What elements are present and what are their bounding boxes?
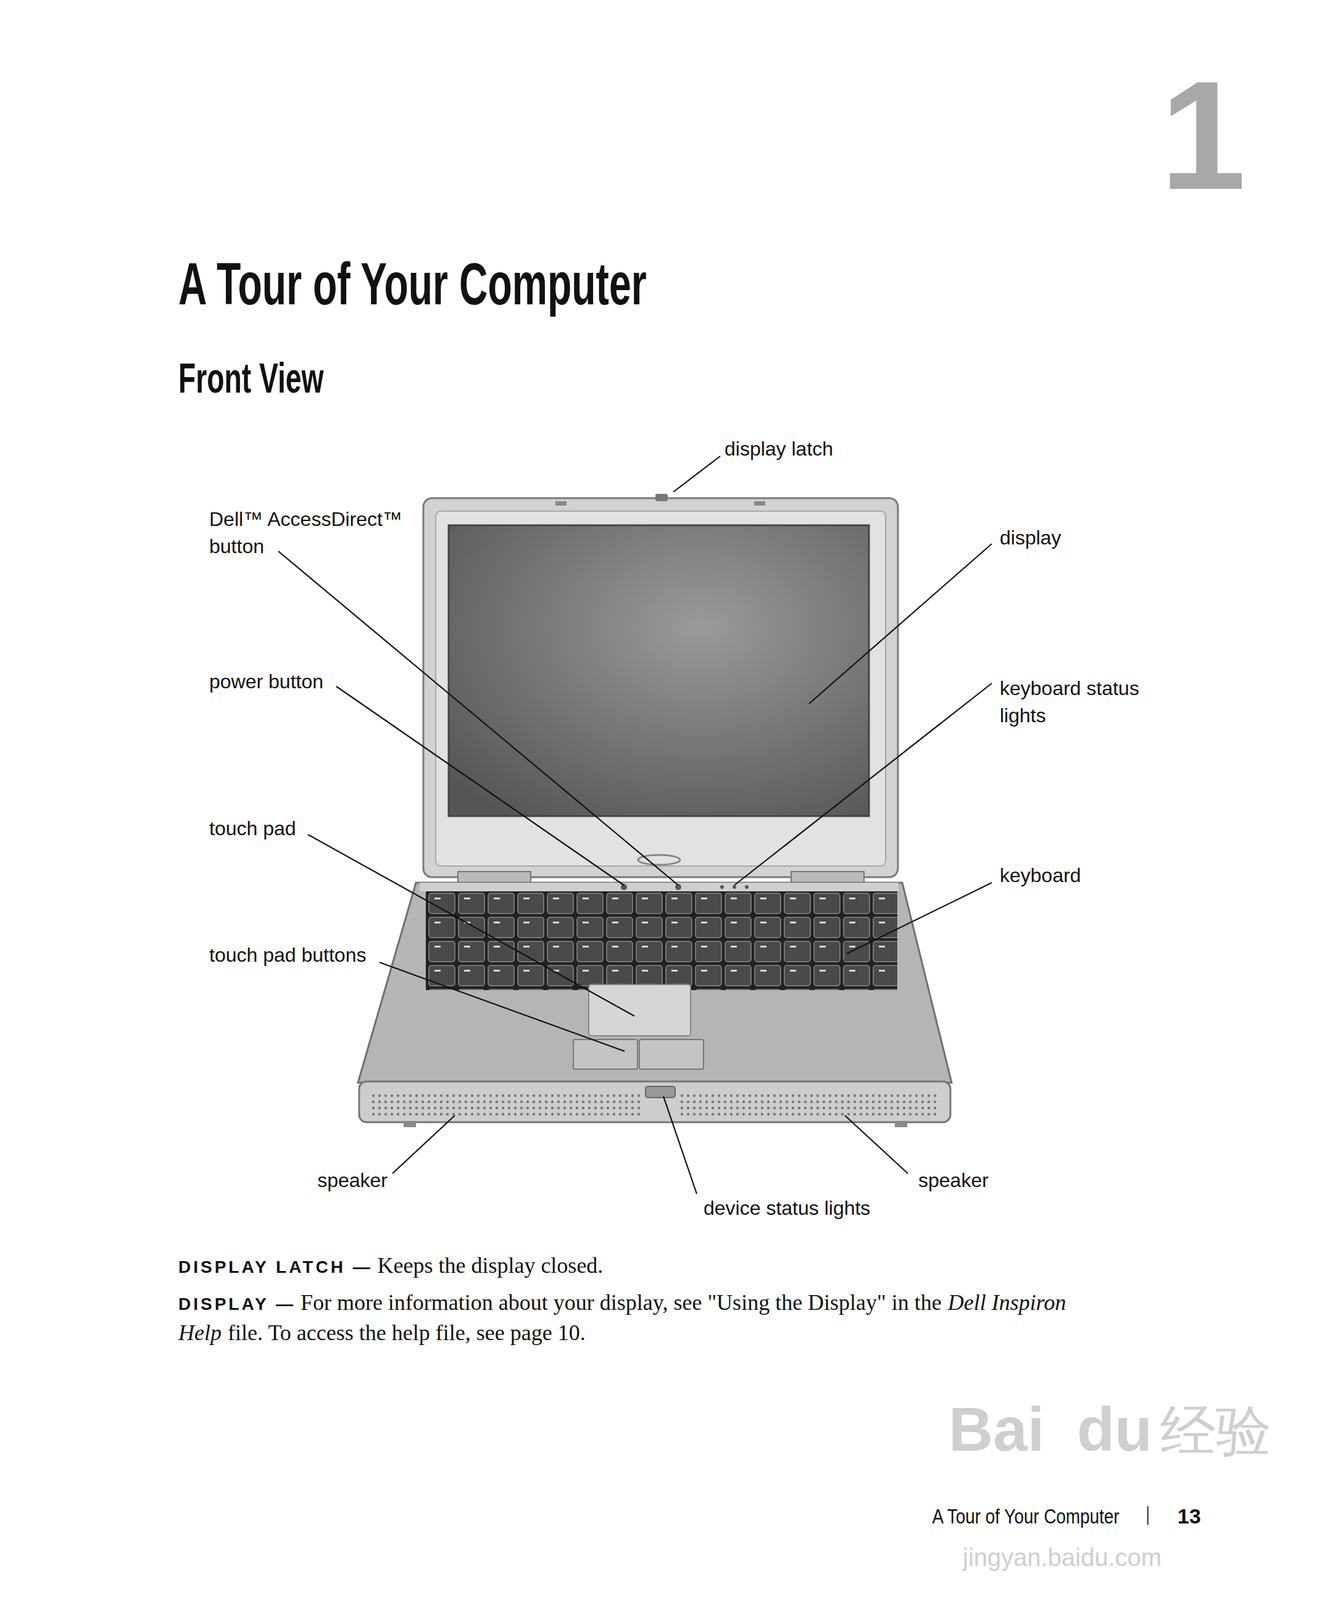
leader-line [846, 882, 992, 954]
callout-label: touch pad buttons [209, 942, 366, 968]
foot [894, 1120, 908, 1127]
leader-line [673, 456, 721, 492]
watermark: jingyan.baidu.com [962, 1542, 1162, 1572]
section-heading: Front View [178, 352, 324, 403]
callout-label: display latch [724, 436, 834, 461]
speaker-grille [678, 1093, 940, 1118]
body-text: file. To access the help file, see page … [227, 1320, 586, 1345]
leader-line [734, 683, 992, 885]
item-heading: DISPLAY LATCH — [178, 1257, 373, 1277]
device-status-lights [645, 1086, 676, 1098]
bezel [435, 510, 886, 866]
leader-line [809, 543, 992, 704]
leader-line [278, 551, 679, 885]
chapter-number: 1 [1160, 55, 1246, 216]
callout-label: display [999, 525, 1062, 550]
callout-label: speaker [918, 1167, 989, 1193]
watermark: du [1076, 1394, 1153, 1463]
status-light [744, 884, 749, 889]
status-light [732, 884, 737, 889]
footer-divider [1147, 1505, 1149, 1525]
touch-pad [588, 984, 691, 1036]
leader-line [392, 1115, 455, 1174]
palm-rest [357, 882, 952, 1083]
status-strip [419, 882, 899, 892]
watermark: Bai [948, 1394, 1045, 1463]
leader-line [307, 834, 635, 1016]
foot [403, 1120, 416, 1127]
page-title: A Tour of Your Computer [178, 249, 647, 318]
bumper [754, 501, 766, 506]
body-paragraph: DISPLAY —For more information about your… [178, 1287, 1132, 1347]
leader-line [379, 962, 625, 1051]
front-bezel [359, 1081, 951, 1122]
keyboard-bed [425, 891, 898, 990]
bumper [555, 501, 567, 506]
body-text: Keeps the display closed. [377, 1252, 603, 1278]
body-paragraph: DISPLAY LATCH —Keeps the display closed. [178, 1250, 1132, 1282]
footer-text: A Tour of Your Computer [932, 1503, 1120, 1529]
body-text: For more information about your display,… [300, 1289, 942, 1315]
callout-label: touch pad [209, 815, 297, 841]
laptop-base [357, 882, 952, 1127]
keyboard-keys [425, 891, 898, 990]
callout-label: device status lights [703, 1195, 871, 1221]
screen [448, 525, 869, 816]
leader-lines [278, 456, 992, 1194]
page-number: 13 [1177, 1503, 1201, 1529]
status-light [720, 884, 724, 889]
item-heading: DISPLAY — [178, 1294, 296, 1314]
callout-label: power button [209, 668, 324, 694]
watermark: 经验 [1160, 1399, 1272, 1462]
leader-line [336, 686, 624, 885]
speaker-grille [370, 1093, 642, 1118]
callout-label: keyboard [999, 862, 1082, 888]
callout-label: Dell™ AccessDirect™ button [209, 505, 420, 560]
callout-label: keyboard status lights [999, 674, 1142, 729]
callout-label: speaker [317, 1167, 388, 1193]
leader-line [663, 1096, 697, 1194]
display-lid [423, 493, 898, 877]
latch [655, 493, 668, 502]
leader-line [844, 1115, 908, 1174]
touch-pad-button [639, 1039, 704, 1069]
